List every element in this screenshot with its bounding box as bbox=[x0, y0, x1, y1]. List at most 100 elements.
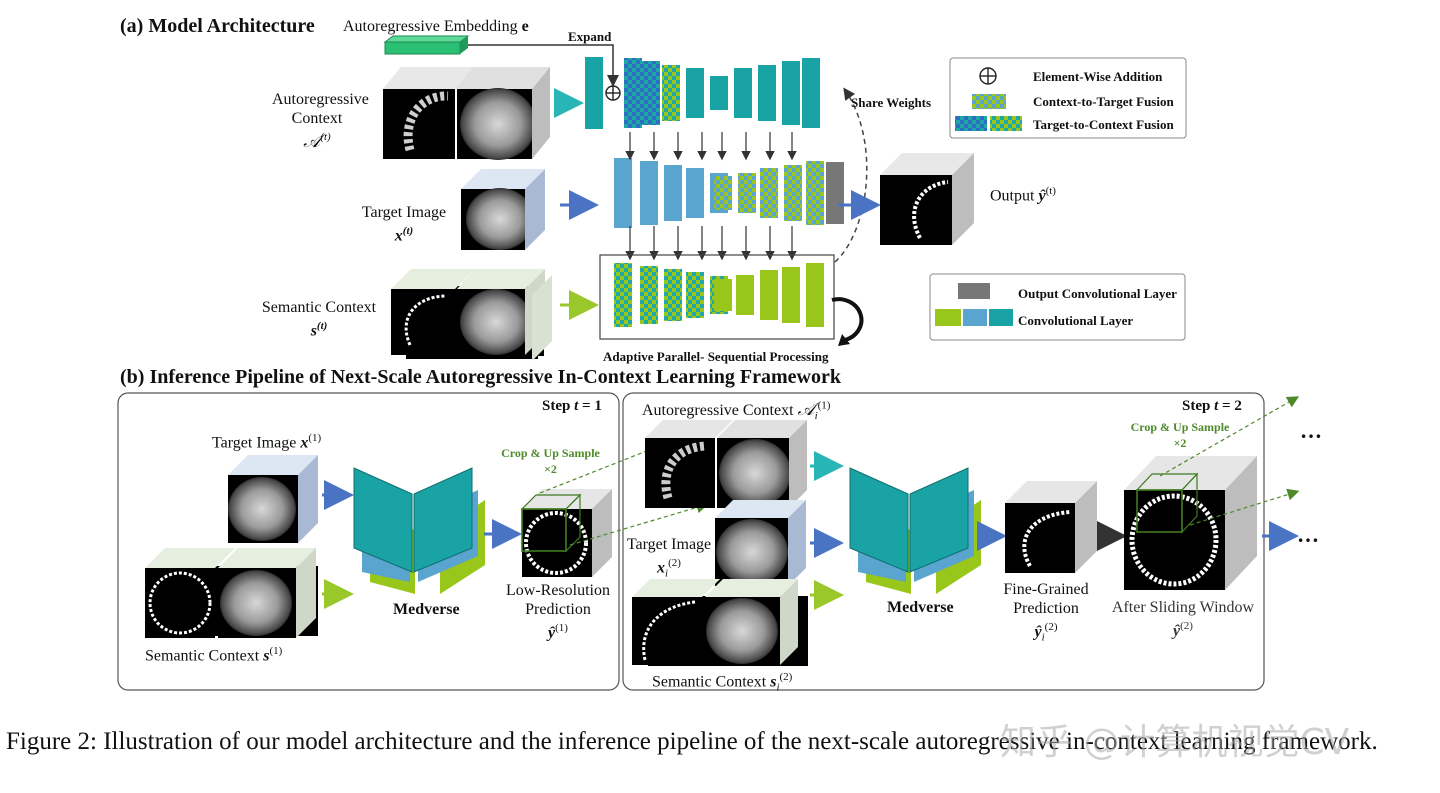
target-row-block-6 bbox=[714, 176, 732, 210]
adaptive-label: Adaptive Parallel- Sequential Processing bbox=[603, 349, 829, 364]
step1-panel bbox=[117, 392, 620, 691]
output-label: Output ŷ(t) bbox=[990, 185, 1056, 205]
step2-crop-label: Crop & Up Sample×2 bbox=[1130, 420, 1230, 450]
semantic-row-block-3 bbox=[664, 269, 682, 321]
step1-label: Step t = 1 bbox=[542, 398, 602, 414]
legend-conv-teal-icon bbox=[989, 309, 1013, 326]
element-wise-addition-icon bbox=[605, 85, 621, 101]
crop-line-2 bbox=[569, 501, 709, 546]
legend-addition-label: Element-Wise Addition bbox=[1033, 69, 1163, 84]
step1-semantic-cube bbox=[145, 548, 318, 638]
section-b-title: (b) Inference Pipeline of Next-Scale Aut… bbox=[120, 366, 841, 388]
semantic-row-block-6 bbox=[714, 279, 732, 311]
target-row-block-1 bbox=[614, 158, 632, 228]
target-image-label: Target Image x(t) bbox=[350, 203, 458, 245]
target-row-block-9 bbox=[784, 165, 802, 221]
legend-conv-blue-icon bbox=[963, 309, 987, 326]
ar-context-line-1: Autoregressive bbox=[272, 91, 369, 108]
legend-output-conv-icon bbox=[958, 283, 990, 299]
semantic-context-symbol: s(t) bbox=[310, 320, 328, 340]
target-row-block-8 bbox=[760, 168, 778, 218]
target-image-symbol: x(t) bbox=[394, 225, 414, 245]
ellipsis-top: … bbox=[1300, 418, 1322, 443]
context-row-block-8 bbox=[758, 65, 776, 121]
context-row-block-3 bbox=[642, 61, 660, 125]
legend-ctt-label: Context-to-Target Fusion bbox=[1033, 94, 1174, 109]
step1-crop-label: Crop & Up Sample×2 bbox=[501, 446, 600, 476]
share-weights-label: Share Weights bbox=[851, 95, 932, 110]
target-row-block-4 bbox=[686, 168, 704, 218]
ar-context-label: Autoregressive Context 𝒜(t) bbox=[272, 90, 369, 151]
target-row-block-7 bbox=[738, 173, 756, 213]
expand-label: Expand bbox=[568, 29, 612, 44]
context-row-block-7 bbox=[734, 68, 752, 118]
step1-low-res-cube bbox=[520, 489, 612, 577]
legend-ttc-label: Target-to-Context Fusion bbox=[1033, 117, 1174, 132]
step2-label: Step t = 2 bbox=[1182, 398, 1242, 414]
semantic-context-text: Semantic Context bbox=[261, 299, 377, 316]
step1-semantic-label: Semantic Context s(1) bbox=[145, 645, 283, 665]
semantic-row-block-9 bbox=[782, 267, 800, 323]
step1-medverse-label: Medverse bbox=[393, 601, 460, 618]
step2-semantic-label: Semantic Context si(2) bbox=[652, 671, 793, 694]
context-row-block-9 bbox=[782, 61, 800, 125]
cycle-icon bbox=[831, 297, 864, 346]
step1-prediction-label: Low-Resolution Prediction ŷ(1) bbox=[506, 582, 610, 642]
legend-conv-green-icon bbox=[935, 309, 961, 326]
context-row-block-10 bbox=[802, 58, 820, 128]
context-row-block-6 bbox=[710, 76, 728, 110]
semantic-context-label: Semantic Context s(t) bbox=[254, 298, 384, 340]
step2-medverse-model bbox=[849, 467, 981, 594]
step2-ar-label: Autoregressive Context 𝒜i(1) bbox=[642, 399, 831, 423]
step2-panel bbox=[622, 392, 1265, 691]
output-cube bbox=[880, 153, 974, 245]
step1-medverse-model bbox=[353, 467, 485, 594]
after-sliding-label: After Sliding Window ŷ(2) bbox=[1111, 599, 1255, 640]
target-image-text: Target Image bbox=[361, 204, 447, 221]
share-weights-arrow bbox=[834, 87, 868, 263]
step2-target-label: Target Image xi(2) bbox=[626, 536, 712, 580]
expand-arrow bbox=[468, 44, 619, 87]
context-row-block-4 bbox=[662, 65, 680, 121]
embedding-symbol: e bbox=[521, 18, 529, 35]
target-image-cube bbox=[461, 169, 545, 250]
semantic-row-block-8 bbox=[760, 270, 778, 320]
context-row-block-5 bbox=[686, 68, 704, 118]
section-a-title: (a) Model Architecture bbox=[120, 15, 315, 37]
semantic-row-block-10 bbox=[806, 263, 824, 327]
step2-fine-grained-cube bbox=[1005, 481, 1097, 573]
legend-conv-label: Convolutional Layer bbox=[1018, 313, 1134, 328]
step1-target-cube bbox=[228, 455, 318, 543]
semantic-row-block-2 bbox=[640, 266, 658, 324]
zhihu-watermark: 知乎 @计算机视觉CV bbox=[1000, 722, 1350, 763]
step2-medverse-label: Medverse bbox=[887, 599, 954, 616]
adaptive-processing-box bbox=[599, 254, 835, 340]
step2-prediction-label: Fine-Grained Prediction ŷi(2) bbox=[1003, 581, 1089, 644]
target-row-block-3 bbox=[664, 165, 682, 221]
after-sliding-window-cube bbox=[1124, 456, 1257, 590]
crop-line-3 bbox=[1159, 396, 1300, 477]
semantic-context-images bbox=[391, 269, 552, 361]
step2-target-cube bbox=[715, 500, 806, 586]
figure-caption: Figure 2: Illustration of our model arch… bbox=[6, 728, 1378, 755]
embedding-label: Autoregressive Embedding e bbox=[343, 19, 529, 35]
crop-line-4 bbox=[1189, 488, 1300, 526]
step2-semantic-cube bbox=[632, 579, 808, 666]
legend-plus-circle-icon bbox=[979, 67, 997, 85]
ar-context-line-2: Context bbox=[291, 110, 343, 127]
ellipsis-bottom: … bbox=[1297, 522, 1319, 547]
ar-context-images bbox=[383, 67, 550, 160]
output-conv-block bbox=[826, 162, 844, 224]
semantic-row-block-1 bbox=[614, 263, 632, 327]
embedding-text: Autoregressive Embedding bbox=[343, 18, 518, 35]
unet-rows bbox=[585, 57, 844, 327]
legend-ttc-fusion-icon bbox=[955, 116, 987, 131]
autoregressive-embedding-bar bbox=[383, 35, 470, 55]
context-row-block-2 bbox=[624, 58, 642, 128]
step1-target-label: Target Image x(1) bbox=[212, 432, 322, 452]
target-row-block-10 bbox=[806, 161, 824, 225]
legend-ttc-fusion-icon-2 bbox=[990, 116, 1022, 131]
semantic-row-block-4 bbox=[686, 272, 704, 318]
target-row-block-2 bbox=[640, 161, 658, 225]
